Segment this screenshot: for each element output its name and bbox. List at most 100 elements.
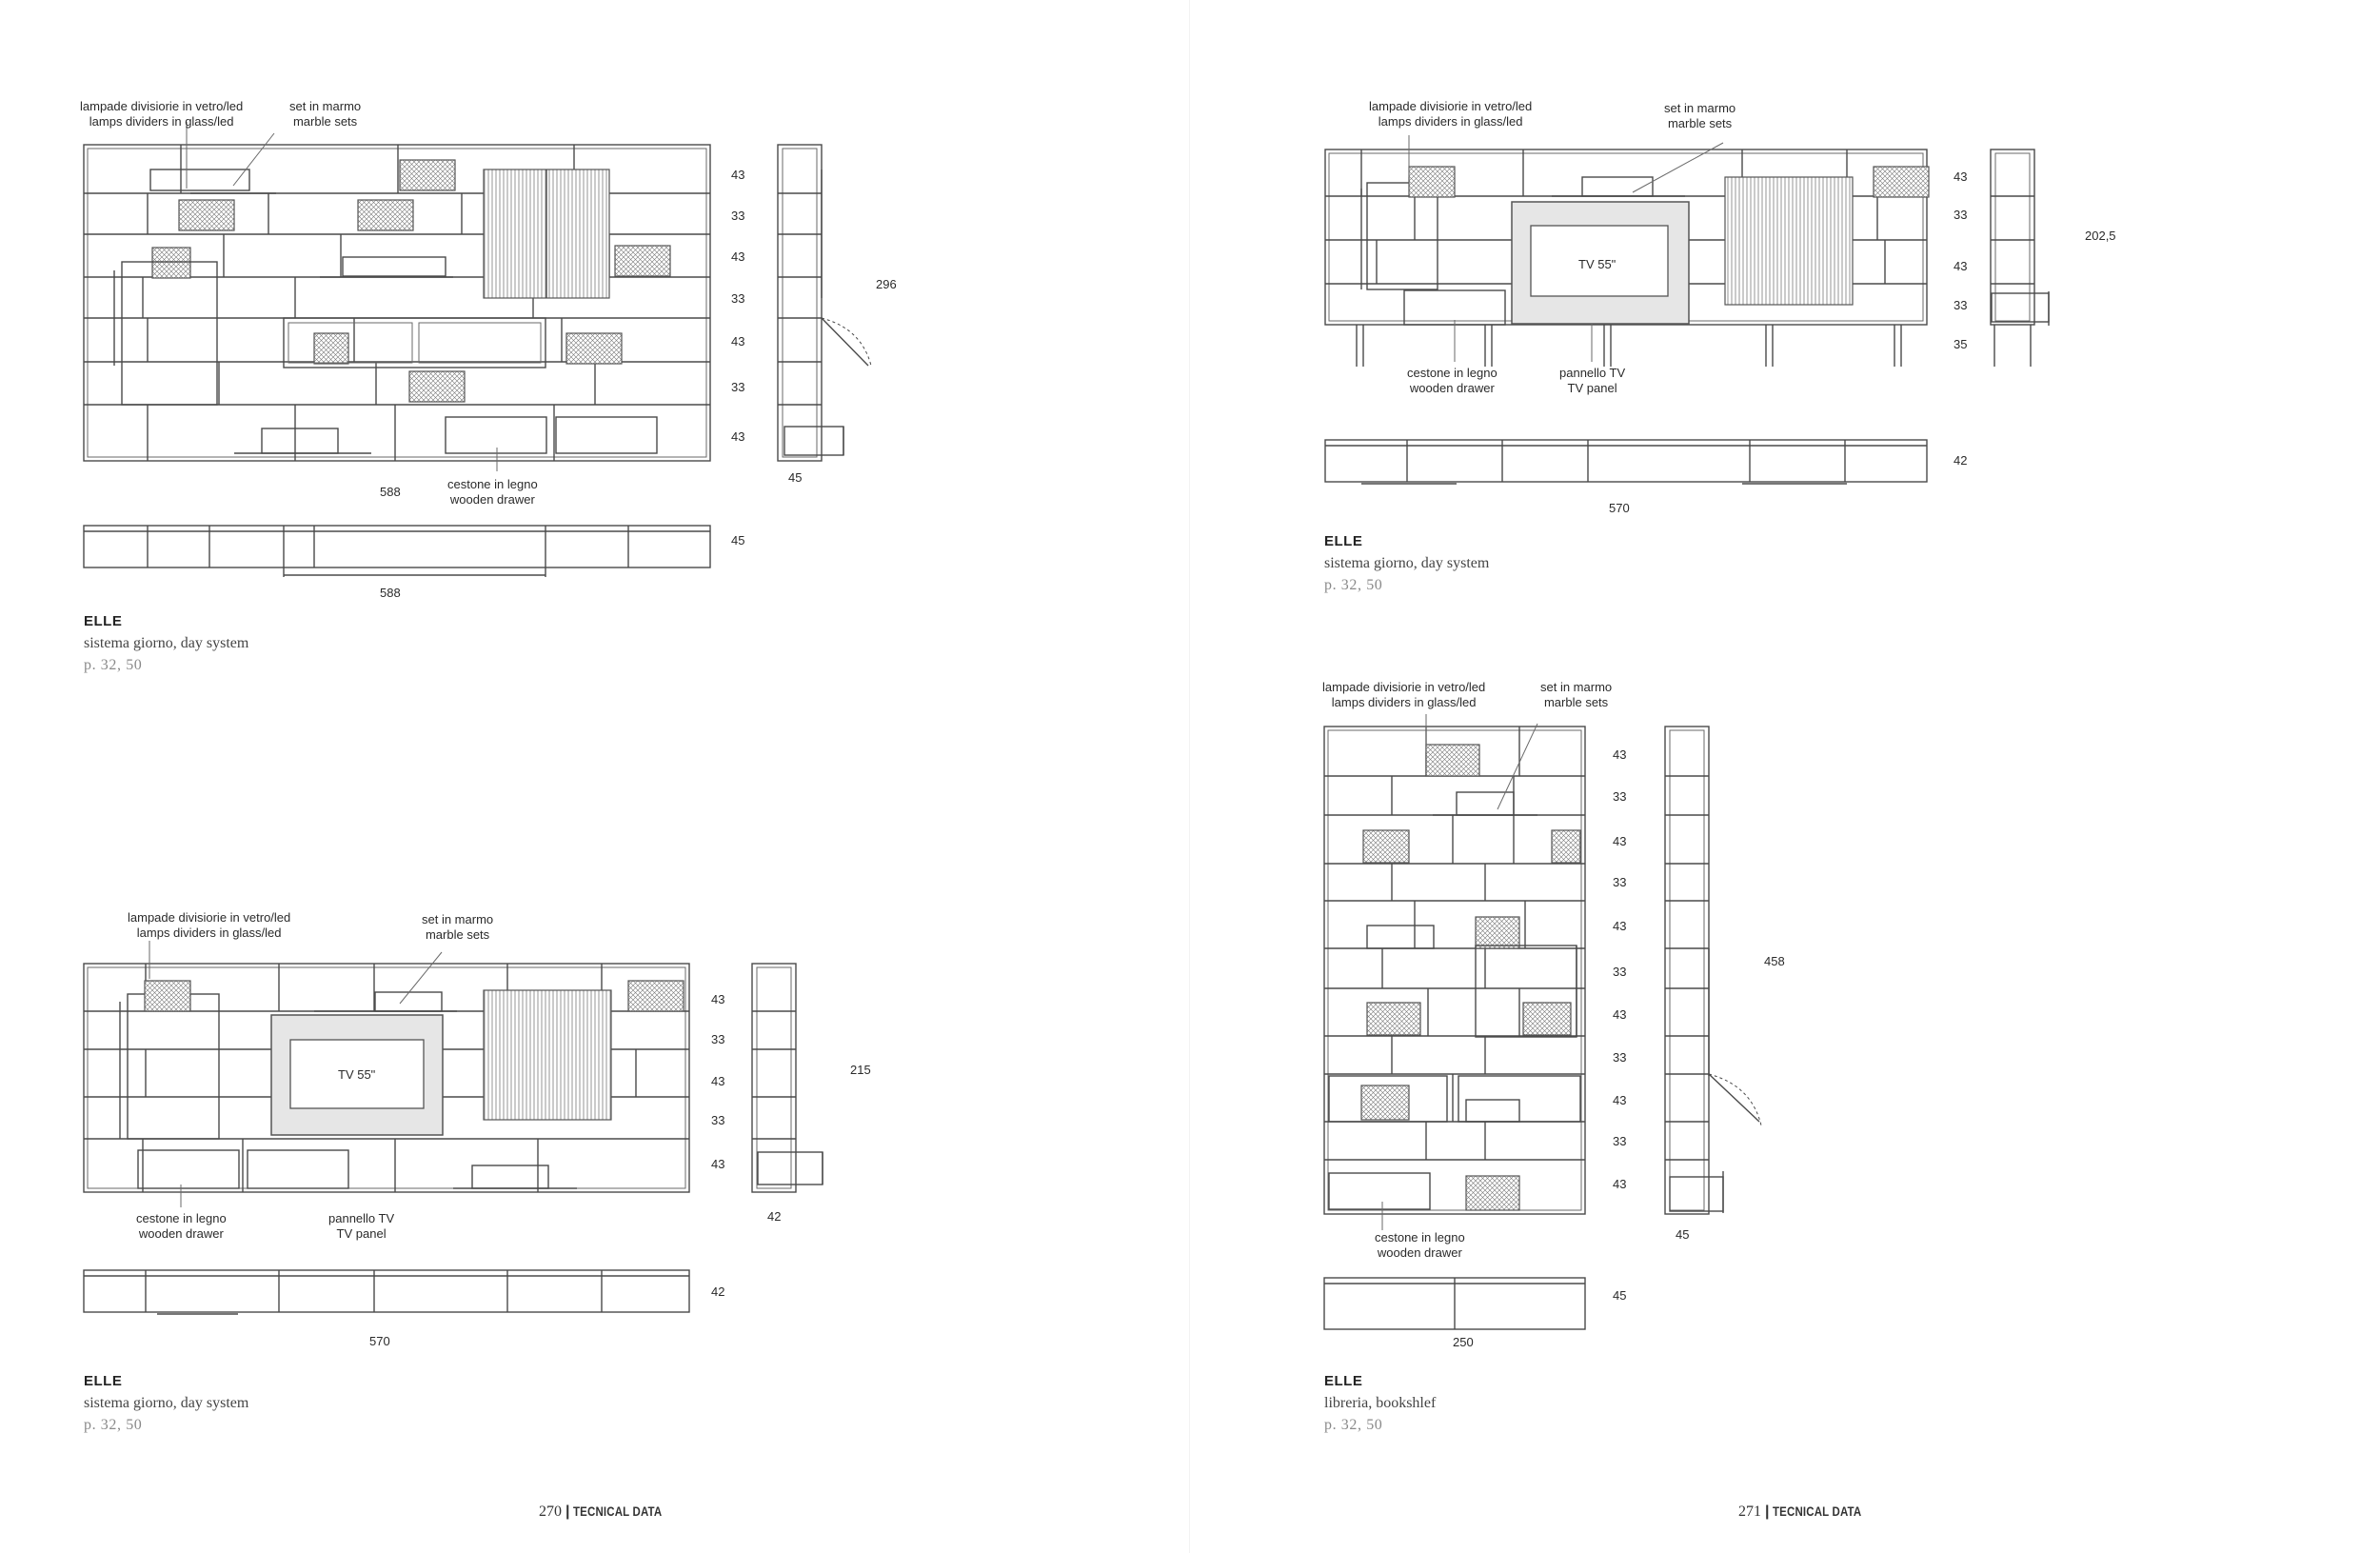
section-title: TECNICAL DATA — [1773, 1503, 1862, 1519]
row-height-dim: 43 — [1613, 1177, 1627, 1191]
marble-label-it: set in marmo — [1664, 101, 1736, 115]
width-dim: 588 — [380, 485, 401, 499]
row-height-dim: 33 — [1613, 875, 1627, 889]
row-height-dim: 33 — [1954, 298, 1968, 312]
page-reference: p. 32, 50 — [84, 657, 143, 673]
lamps-label-en: lamps dividers in glass/led — [136, 926, 282, 940]
lamps-label-en: lamps dividers in glass/led — [1331, 695, 1477, 709]
tv-panel-label: pannello TV TV panel — [1559, 366, 1625, 396]
row-height-dim: 33 — [1613, 789, 1627, 804]
side-section-a — [777, 144, 872, 462]
plan-width-dim: 250 — [1453, 1335, 1474, 1349]
side-section-c — [1990, 149, 2050, 367]
row-height-dim: 43 — [1954, 169, 1968, 184]
product-name: ELLE — [1324, 1373, 1363, 1389]
total-height-dim: 458 — [1764, 954, 1785, 968]
drawer-label-en: wooden drawer — [1377, 1245, 1462, 1260]
row-height-dim: 33 — [1613, 965, 1627, 979]
product-name: ELLE — [1324, 533, 1363, 549]
row-height-dim: 33 — [731, 209, 745, 223]
plan-width-dim: 570 — [1609, 501, 1630, 515]
row-height-dim: 43 — [731, 429, 745, 444]
drawer-label-en: wooden drawer — [449, 492, 535, 507]
lamps-dividers-label: lampade divisiorie in vetro/led lamps di… — [1322, 680, 1485, 710]
wooden-drawer-label: cestone in legno wooden drawer — [1375, 1230, 1465, 1261]
plan-depth-dim: 42 — [1954, 453, 1968, 468]
elevation-b — [83, 941, 690, 1207]
page-reference: p. 32, 50 — [1324, 577, 1383, 593]
row-height-dim: 33 — [1613, 1050, 1627, 1065]
total-height-dim: 296 — [876, 277, 897, 291]
lamps-dividers-label: lampade divisiorie in vetro/led lamps di… — [80, 99, 243, 129]
row-height-dim: 43 — [731, 334, 745, 348]
product-name: ELLE — [84, 1373, 123, 1389]
plan-depth-dim: 45 — [1613, 1288, 1627, 1303]
caption-elle-day-system-c: ELLE sistema giorno, day system p. 32, 5… — [1324, 531, 1489, 596]
page-number: 271 — [1738, 1503, 1761, 1520]
row-height-dim: 43 — [1613, 919, 1627, 933]
row-height-dim: 43 — [711, 992, 725, 1006]
row-height-dim: 33 — [711, 1113, 725, 1127]
elevation-d — [1323, 714, 1586, 1230]
depth-dim: 45 — [1676, 1227, 1690, 1242]
marble-sets-label: set in marmo marble sets — [1540, 680, 1612, 710]
lamps-dividers-label: lampade divisiorie in vetro/led lamps di… — [1369, 99, 1532, 129]
side-section-d — [1664, 726, 1762, 1215]
lamps-label-it: lampade divisiorie in vetro/led — [1369, 99, 1533, 113]
right-page-drawings — [1323, 135, 2050, 1330]
marble-label-it: set in marmo — [289, 99, 362, 113]
page-reference: p. 32, 50 — [1324, 1417, 1383, 1433]
page-reference: p. 32, 50 — [84, 1417, 143, 1433]
product-subtitle: libreria, bookshlef — [1324, 1395, 1437, 1411]
tv-panel-label: pannello TV TV panel — [328, 1211, 394, 1242]
row-height-dim: 35 — [1954, 337, 1968, 351]
product-subtitle: sistema giorno, day system — [84, 1395, 249, 1411]
lamps-dividers-label: lampade divisiorie in vetro/led lamps di… — [128, 910, 290, 941]
page-footer: 270|TECNICAL DATA — [539, 1503, 682, 1521]
total-height-dim: 202,5 — [2085, 229, 2116, 243]
row-height-dim: 43 — [731, 168, 745, 182]
depth-dim: 45 — [788, 470, 803, 485]
page-number: 270 — [539, 1503, 562, 1520]
plan-width-dim: 588 — [380, 586, 401, 600]
row-height-dim: 33 — [711, 1032, 725, 1046]
caption-elle-bookshelf: ELLE libreria, bookshlef p. 32, 50 — [1324, 1371, 1436, 1436]
plan-d — [1323, 1277, 1586, 1330]
marble-sets-label: set in marmo marble sets — [422, 912, 493, 943]
row-height-dim: 43 — [711, 1157, 725, 1171]
tvpanel-label-it: pannello TV — [1559, 366, 1626, 380]
right-page: lampade divisiorie in vetro/led lamps di… — [1190, 0, 2380, 1553]
lamps-label-it: lampade divisiorie in vetro/led — [128, 910, 291, 925]
section-title: TECNICAL DATA — [573, 1503, 663, 1519]
plan-depth-dim: 45 — [731, 533, 745, 548]
page-spine — [1189, 0, 1190, 1553]
tv-size-label: TV 55" — [338, 1067, 376, 1082]
product-subtitle: sistema giorno, day system — [84, 635, 249, 651]
tvpanel-label-it: pannello TV — [328, 1211, 395, 1225]
marble-label-it: set in marmo — [422, 912, 494, 926]
lamps-label-en: lamps dividers in glass/led — [89, 114, 234, 129]
marble-label-en: marble sets — [292, 114, 358, 129]
plan-width-dim: 570 — [369, 1334, 390, 1348]
drawer-label-en: wooden drawer — [1409, 381, 1495, 395]
wooden-drawer-label: cestone in legno wooden drawer — [136, 1211, 227, 1242]
marble-label-it: set in marmo — [1540, 680, 1613, 694]
row-height-dim: 33 — [731, 380, 745, 394]
wooden-drawer-label: cestone in legno wooden drawer — [1407, 366, 1497, 396]
row-height-dim: 33 — [1613, 1134, 1627, 1148]
row-height-dim: 43 — [1613, 834, 1627, 848]
lamps-label-it: lampade divisiorie in vetro/led — [1322, 680, 1486, 694]
elevation-a — [83, 122, 711, 471]
caption-elle-day-system-a: ELLE sistema giorno, day system p. 32, 5… — [84, 611, 248, 676]
wooden-drawer-label: cestone in legno wooden drawer — [447, 477, 538, 508]
left-page: lampade divisiorie in vetro/led lamps di… — [80, 99, 897, 1521]
drawer-label-it: cestone in legno — [447, 477, 538, 491]
row-height-dim: 33 — [1954, 208, 1968, 222]
left-page-drawings — [83, 122, 872, 1315]
footer-separator: | — [1765, 1503, 1770, 1520]
drawer-label-it: cestone in legno — [1407, 366, 1497, 380]
lamps-label-it: lampade divisiorie in vetro/led — [80, 99, 244, 113]
product-name: ELLE — [84, 613, 123, 629]
plan-b — [83, 1269, 690, 1315]
row-height-dim: 43 — [1613, 747, 1627, 762]
